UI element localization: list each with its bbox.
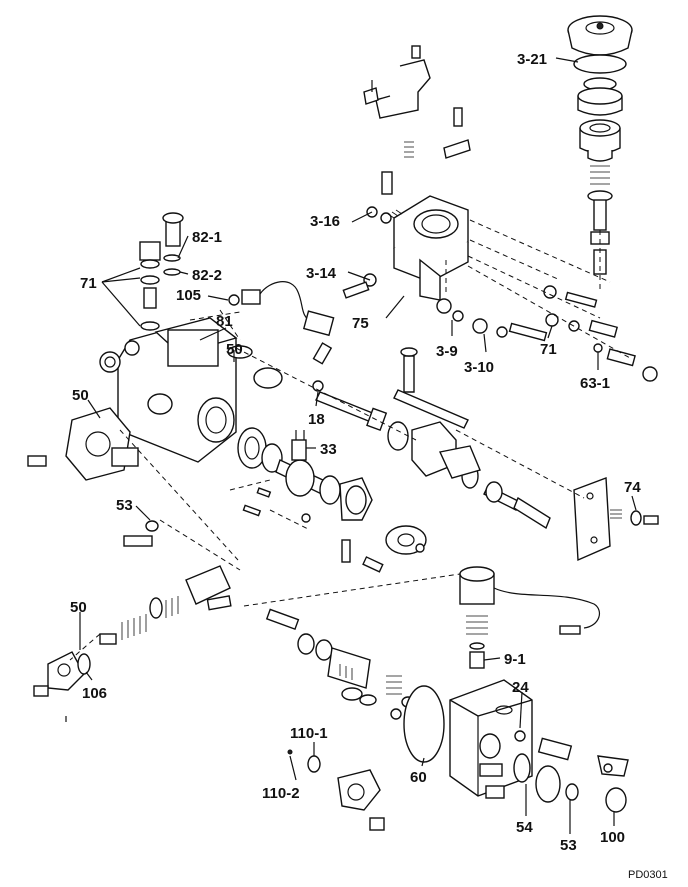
callout-labels: 3-21 3-16 3-14 75 3-9 3-10 71 63-1 82-1 … [70,51,668,881]
wire-harness [228,281,335,337]
callout-50-top: 50 [226,341,243,358]
callout-9-1: 9-1 [504,651,526,668]
callout-53-left: 53 [116,497,133,514]
callout-33: 33 [320,441,337,458]
callout-71-left: 71 [80,275,97,292]
drive-shaft-components [237,421,551,573]
callout-3-14: 3-14 [306,265,337,282]
lever-shaft [312,342,469,432]
assembly-centerlines [69,219,631,661]
callout-82-2: 82-2 [192,267,222,284]
fuel-cut-solenoid [459,566,601,669]
callout-63-1: 63-1 [580,375,610,392]
overflow-valve-stack [139,212,184,331]
callout-50-bottom: 50 [70,599,87,616]
callout-100: 100 [600,829,625,846]
callout-106: 106 [82,685,107,702]
governor-cover-assembly [567,15,633,275]
callout-3-10: 3-10 [464,359,494,376]
callout-81: 81 [216,313,233,330]
adjusting-screw-row [436,285,658,382]
governor-housing [342,171,469,301]
callout-53-bottom: 53 [560,837,577,854]
bracket-assembly [363,45,471,159]
callout-54: 54 [516,819,533,836]
callout-110-1: 110-1 [290,725,328,742]
callout-3-16: 3-16 [310,213,340,230]
timer-bracket [287,749,613,831]
hydraulic-head [390,679,629,813]
side-plate [573,477,659,562]
drawing-code: PD0301 [628,869,668,881]
callout-24: 24 [512,679,529,696]
callout-50-left: 50 [72,387,89,404]
callout-71-right: 71 [540,341,557,358]
plunger-spring-group [33,520,232,697]
callout-3-9: 3-9 [436,343,458,360]
callout-18: 18 [308,411,325,428]
pump-body [27,317,283,481]
callout-105: 105 [176,287,201,304]
callout-110-2: 110-2 [262,785,300,802]
callout-60: 60 [410,769,427,786]
callout-3-21: 3-21 [517,51,547,68]
callout-74: 74 [624,479,641,496]
callout-82-1: 82-1 [192,229,222,246]
delivery-valve-group [265,608,415,708]
leader-lines [65,57,637,834]
callout-75: 75 [352,315,369,332]
